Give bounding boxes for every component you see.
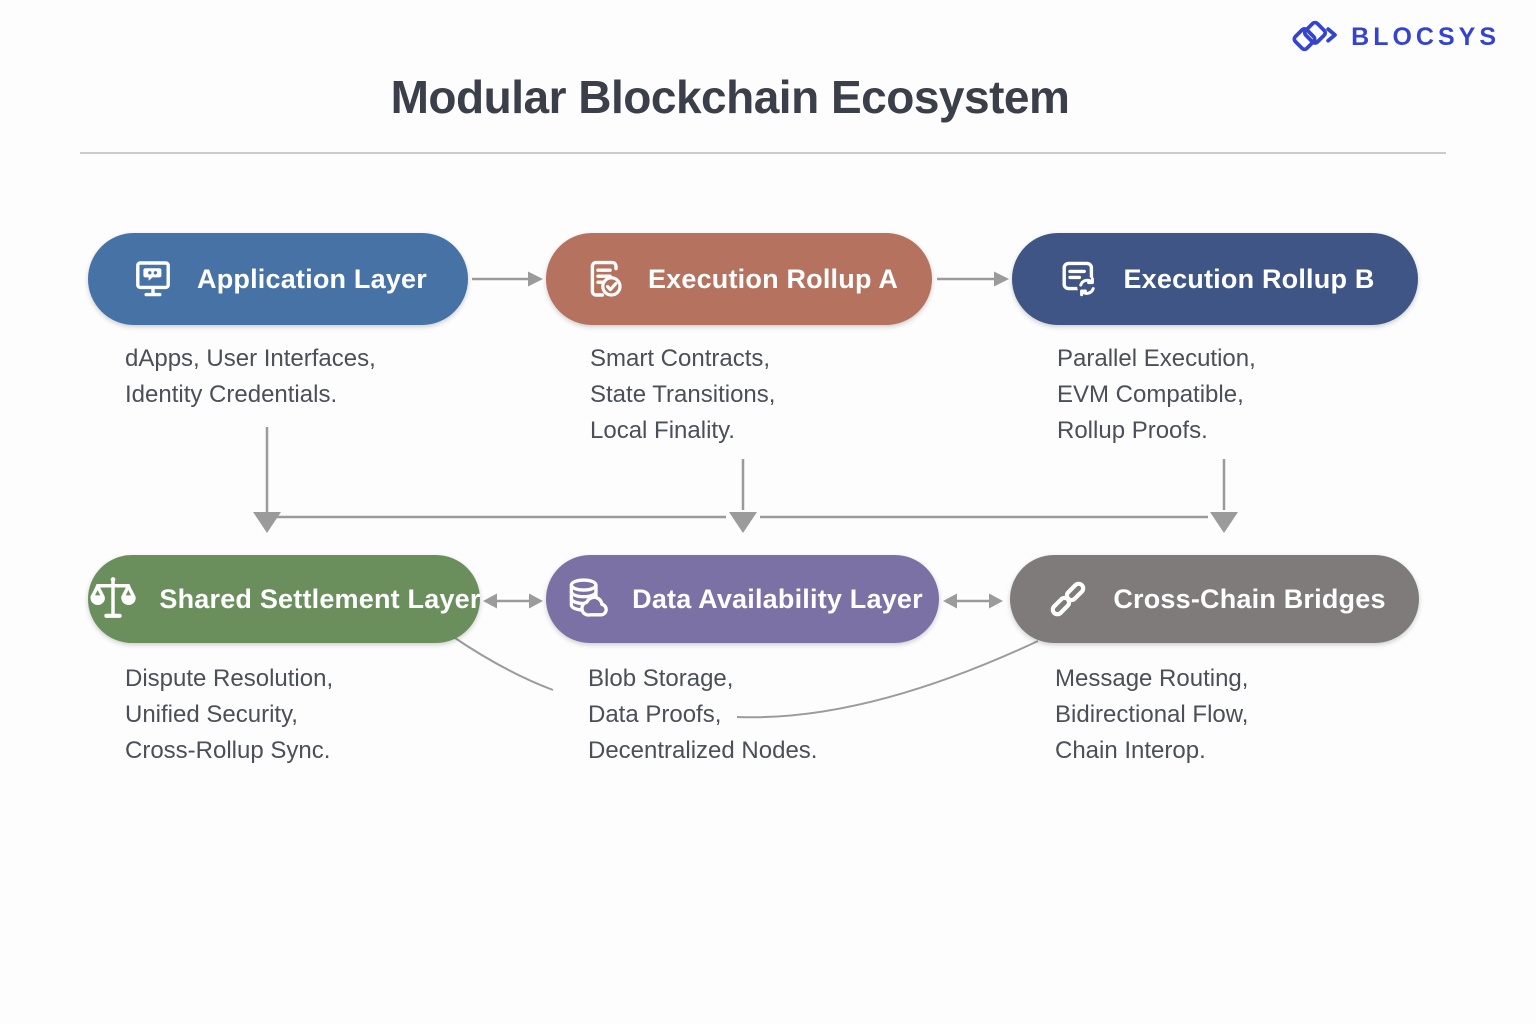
description-line: Local Finality. (590, 417, 735, 444)
arrow-rollup-a-to-rollup-b (937, 271, 1009, 287)
node-description-execution-rollup-a: Smart Contracts, State Transitions, Loca… (590, 341, 775, 449)
description-line: Rollup Proofs. (1057, 417, 1208, 444)
description-line: Dispute Resolution, (125, 665, 334, 692)
node-description-execution-rollup-b: Parallel Execution, EVM Compatible, Roll… (1057, 341, 1256, 449)
double-arrow-settlement-data-availability (483, 593, 543, 609)
description-line: Unified Security, (125, 701, 298, 728)
description-line: Smart Contracts, (590, 345, 771, 372)
arrow-application-to-rollup-a (472, 271, 543, 287)
node-execution-rollup-b: Execution Rollup B (1012, 233, 1418, 325)
node-label: Execution Rollup A (647, 263, 899, 294)
page-title: Modular Blockchain Ecosystem (390, 71, 1070, 123)
node-description-cross-chain-bridges: Message Routing, Bidirectional Flow, Cha… (1055, 661, 1248, 769)
description-line: Blob Storage, (588, 665, 734, 692)
node-description-data-availability-layer: Blob Storage, Data Proofs, Decentralized… (588, 661, 817, 769)
node-label: Data Availability Layer (632, 583, 923, 614)
description-line: Decentralized Nodes. (588, 737, 818, 764)
curve-settlement-to-description (451, 635, 554, 691)
monitor-chat-icon (136, 261, 170, 297)
arrow-rollup-b-to-bridges (1210, 459, 1238, 533)
description-line: Parallel Execution, (1057, 345, 1256, 372)
node-cross-chain-bridges: Cross-Chain Bridges (1010, 555, 1419, 643)
chain-link-icon (1051, 581, 1086, 617)
document-check-icon (590, 260, 622, 297)
description-line: Message Routing, (1055, 665, 1249, 692)
blocsys-diamonds-icon (1292, 20, 1337, 52)
node-data-availability-layer: Data Availability Layer (546, 555, 939, 643)
node-label: Cross-Chain Bridges (1113, 583, 1386, 614)
node-label: Application Layer (197, 263, 427, 294)
description-line: State Transitions, (590, 381, 776, 408)
description-line: Identity Credentials. (125, 381, 338, 408)
node-label: Shared Settlement Layer (159, 583, 481, 614)
description-line: EVM Compatible, (1057, 381, 1244, 408)
description-line: Chain Interop. (1055, 737, 1206, 764)
node-description-application-layer: dApps, User Interfaces, Identity Credent… (125, 341, 376, 413)
arrow-rollup-a-to-data-availability (729, 459, 757, 533)
description-line: dApps, User Interfaces, (125, 345, 376, 372)
description-line: Data Proofs, (588, 701, 722, 728)
node-execution-rollup-a: Execution Rollup A (546, 233, 932, 325)
double-arrow-data-availability-bridges (943, 593, 1003, 609)
database-cloud-icon (569, 578, 608, 617)
node-description-shared-settlement-layer: Dispute Resolution, Unified Security, Cr… (125, 661, 333, 769)
node-label: Execution Rollup B (1123, 263, 1375, 294)
logo: BLOCSYS (1287, 16, 1500, 58)
title-divider (80, 152, 1446, 154)
logo-text: BLOCSYS (1351, 22, 1500, 51)
description-line: Bidirectional Flow, (1055, 701, 1249, 728)
node-shared-settlement-layer: Shared Settlement Layer (88, 555, 480, 643)
scales-icon (90, 577, 137, 618)
arrow-application-to-settlement (253, 427, 281, 533)
node-application-layer: Application Layer (88, 233, 468, 325)
description-line: Cross-Rollup Sync. (125, 737, 331, 764)
document-sync-icon (1062, 261, 1098, 297)
